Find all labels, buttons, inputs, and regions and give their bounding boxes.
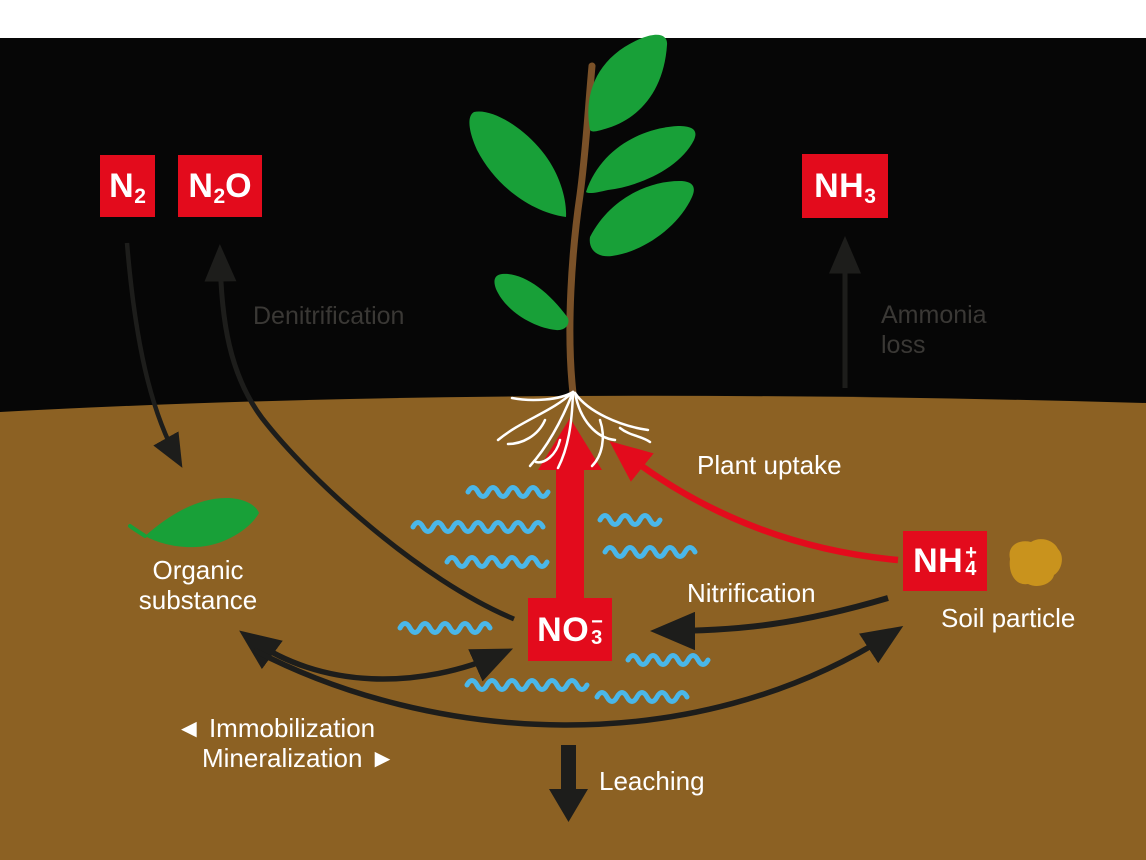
plant-leaves [469,34,696,331]
immobilization-mineralization-arrow [239,630,514,682]
leaf-lower-left [494,273,569,331]
ammonia-loss-line1: Ammonia [881,301,987,329]
water-wave [597,513,663,527]
water-wave [464,678,590,692]
immobilization-label: ◄ Immobilization [176,713,376,743]
water-wave [625,653,711,667]
mineralization-label: Mineralization ► [202,743,396,773]
no3-subscript: 3 [591,626,603,649]
soil-particle-icon [1009,539,1062,586]
no3-label: NO [537,610,590,649]
n2-fixation-arrow [124,242,183,468]
n2o-label: N [188,167,214,205]
organic-substance-label: Organic substance [118,555,278,615]
ammonia-loss-label: Ammonia loss [881,300,987,360]
water-wave [465,485,551,499]
water-wave [602,545,698,559]
n2o-subscript: 2 [213,184,226,208]
nh3-label: NH [814,167,865,205]
plant-stem [566,62,596,397]
leaf-right [586,126,696,194]
soil-particle-label: Soil particle [941,603,1076,633]
denitrification-label: Denitrification [253,302,405,330]
nh4-plant-uptake-arrow [609,441,899,564]
leaching-label: Leaching [599,766,705,796]
leaf-top [588,34,668,132]
no3-plant-uptake-arrow [538,418,602,598]
denitrification-arrow [204,244,515,622]
plant-roots [496,390,652,470]
nh4-subscript: 4 [965,558,977,580]
plant-uptake-label: Plant uptake [697,450,842,480]
leaching-arrow [549,745,588,822]
nh4-box: NH+4 [903,531,987,591]
water-wave [594,690,690,704]
nitrification-label: Nitrification [687,578,816,608]
water-wave [444,555,550,569]
immobilization-mineralization-label: ◄ Immobilization Mineralization ► [176,713,395,773]
leaf-left [469,111,567,217]
nh3-subscript: 3 [864,184,876,208]
organic-substance-line2: substance [138,585,258,615]
mineralization-to-nh4-arrow [252,626,904,728]
nh4-superscript: + [965,542,977,564]
ammonia-loss-line2: loss [881,331,926,359]
nitrification-arrow [650,595,889,651]
n2-label: N [109,167,135,205]
nh4-label: NH [913,542,964,580]
leaf-lower-right [589,180,694,257]
n2-subscript: 2 [134,184,146,208]
n2o-label-tail: O [225,167,252,205]
organic-substance-leaf-icon [128,498,259,548]
organic-substance-line1: Organic [152,555,244,585]
no3-box: NO−3 [528,598,612,661]
water-wave [410,520,546,534]
no3-superscript: − [591,610,603,633]
